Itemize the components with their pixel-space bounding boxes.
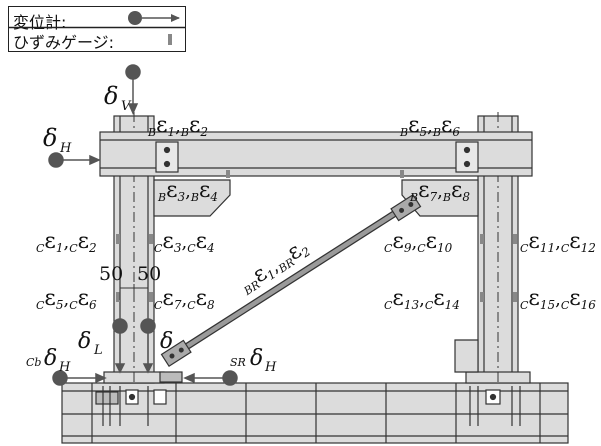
- strain-label-c1516: Cε15,Cε16: [520, 286, 596, 312]
- foundation-beam: [61, 382, 569, 444]
- label-delta-center: δ: [160, 329, 173, 354]
- displacement-sensors: [48, 64, 238, 386]
- strain-gauge-icon: [168, 34, 172, 45]
- strain-label-c12: Cε1,Cε2: [36, 229, 97, 255]
- dim-50-left: 50: [99, 263, 123, 285]
- strain-label-b34: Bε3,Bε4: [157, 178, 218, 204]
- gauge-mark: [116, 292, 120, 302]
- strain-label-b78: Bε7,Bε8: [409, 178, 470, 204]
- strain-label-c1314: Cε13,Cε14: [384, 286, 460, 312]
- strain-label-c78: Cε7,Cε8: [154, 286, 215, 312]
- dot-icon: [222, 370, 238, 386]
- strain-label-br12: BRε1,BRε2: [234, 234, 313, 298]
- svg-text:H: H: [58, 360, 71, 375]
- displacement-meter-icon: [128, 11, 142, 25]
- label-cb-delta-h: δ: [44, 346, 57, 371]
- dot-icon: [112, 318, 128, 334]
- gauge-mark: [480, 234, 484, 244]
- label-delta-l: δ: [78, 329, 91, 354]
- top-beam: [99, 131, 533, 177]
- diagonal-brace: [160, 193, 422, 368]
- legend-box: 変位計: ひずみゲージ:: [8, 6, 186, 52]
- svg-text:L: L: [93, 343, 103, 358]
- gauge-spacing-dimension: [119, 284, 149, 300]
- gauge-mark: [513, 292, 517, 302]
- base-anchors: [95, 371, 521, 426]
- gauge-mark: [226, 170, 230, 178]
- gauge-mark: [480, 292, 484, 302]
- svg-text:H: H: [264, 360, 277, 375]
- strain-label-c56: Cε5,Cε6: [36, 286, 97, 312]
- gauge-mark: [513, 234, 517, 244]
- sensor-labels: δ V δ H δ L Cb δ H SR δ H δ 50 50: [26, 82, 277, 375]
- label-cb-prefix: Cb: [26, 356, 41, 369]
- gauge-mark: [149, 234, 153, 244]
- legend-icons: [9, 11, 185, 45]
- svg-text:H: H: [59, 141, 72, 156]
- dot-icon: [125, 64, 141, 80]
- strain-gauge-marks: [116, 170, 517, 302]
- gauge-mark: [116, 234, 120, 244]
- strain-label-b56: Bε5,Bε6: [399, 113, 460, 139]
- gusset-plates: [153, 179, 479, 373]
- legend-strain-gauge-label: ひずみゲージ:: [13, 33, 115, 52]
- label-delta-v: δ: [104, 82, 118, 110]
- strain-label-c910: Cε9,Cε10: [384, 229, 453, 255]
- dot-icon: [140, 318, 156, 334]
- dim-50-right: 50: [137, 263, 161, 285]
- label-sr-delta-h: δ: [250, 346, 263, 371]
- strain-label-c34: Cε3,Cε4: [154, 229, 215, 255]
- label-delta-h: δ: [43, 124, 57, 152]
- label-sr-prefix: SR: [230, 356, 246, 369]
- strain-label-c1112: Cε11,Cε12: [520, 229, 596, 255]
- strain-label-b12: Bε1,Bε2: [147, 113, 208, 139]
- gauge-mark: [149, 292, 153, 302]
- svg-text:V: V: [121, 99, 132, 114]
- gauge-mark: [400, 170, 404, 178]
